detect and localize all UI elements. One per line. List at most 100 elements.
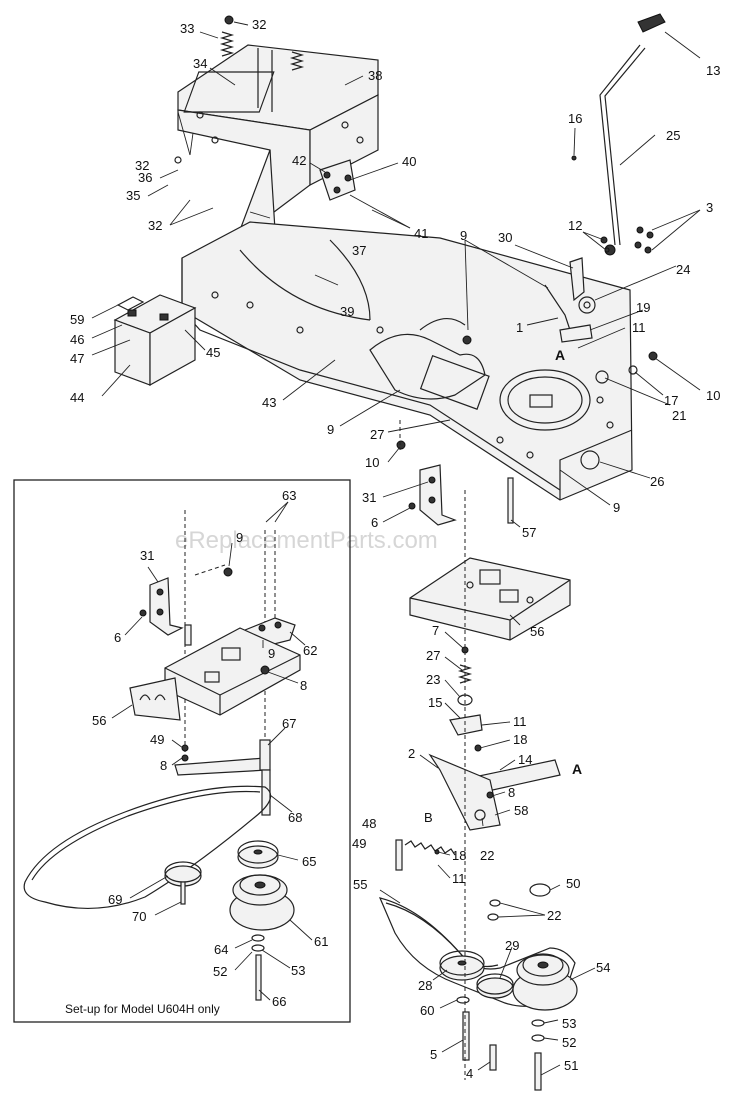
callout-9: 9 xyxy=(268,646,275,661)
hanger-bracket-31-right xyxy=(396,440,457,526)
callout-30: 30 xyxy=(498,230,512,245)
callout-54: 54 xyxy=(596,960,610,975)
callout-13: 13 xyxy=(706,63,720,78)
callout-3: 3 xyxy=(706,200,713,215)
callout-61: 61 xyxy=(314,934,328,949)
callout-labels: 33 32 34 38 32 36 35 32 42 40 41 37 39 1… xyxy=(70,17,720,1081)
idler-arm-14-and-15 xyxy=(428,714,561,831)
callout-55: 55 xyxy=(353,877,367,892)
callout-43: 43 xyxy=(262,395,276,410)
callout-9: 9 xyxy=(613,500,620,515)
callout-35: 35 xyxy=(126,188,140,203)
callout-4: 4 xyxy=(466,1066,473,1081)
callout-19: 19 xyxy=(636,300,650,315)
battery-44 xyxy=(113,294,197,387)
callout-50: 50 xyxy=(566,876,580,891)
reference-letter-a-top: A xyxy=(555,347,565,363)
callout-65: 65 xyxy=(302,854,316,869)
callout-42: 42 xyxy=(292,153,306,168)
callout-17: 17 xyxy=(664,393,678,408)
callout-12: 12 xyxy=(568,218,582,233)
callout-49: 49 xyxy=(352,836,366,851)
callout-9: 9 xyxy=(236,530,243,545)
callout-6: 6 xyxy=(371,515,378,530)
callout-14: 14 xyxy=(518,752,532,767)
callout-9: 9 xyxy=(460,228,467,243)
callout-53: 53 xyxy=(291,963,305,978)
callout-51: 51 xyxy=(564,1058,578,1073)
callout-27: 27 xyxy=(370,427,384,442)
callout-31: 31 xyxy=(362,490,376,505)
callout-26: 26 xyxy=(650,474,664,489)
callout-52: 52 xyxy=(562,1035,576,1050)
spring-33 xyxy=(219,15,305,71)
callout-5: 5 xyxy=(430,1047,437,1062)
callout-21: 21 xyxy=(672,408,686,423)
callout-15: 15 xyxy=(428,695,442,710)
callout-7: 7 xyxy=(432,623,439,638)
callout-29: 29 xyxy=(505,938,519,953)
callout-64: 64 xyxy=(214,942,228,957)
inset-pivot-plate-56 xyxy=(129,627,301,721)
callout-53: 53 xyxy=(562,1016,576,1031)
callout-67: 67 xyxy=(282,716,296,731)
callout-46: 46 xyxy=(70,332,84,347)
callout-32: 32 xyxy=(148,218,162,233)
callout-36: 36 xyxy=(138,170,152,185)
inset-belt-and-pulleys xyxy=(23,785,295,1001)
callout-16: 16 xyxy=(568,111,582,126)
callout-6: 6 xyxy=(114,630,121,645)
callout-70: 70 xyxy=(132,909,146,924)
pin-57 xyxy=(507,477,514,524)
callout-57: 57 xyxy=(522,525,536,540)
callout-2: 2 xyxy=(408,746,415,761)
reference-letter-b: B xyxy=(424,810,433,825)
pulleys-28-29-54 xyxy=(439,883,578,1091)
callout-62: 62 xyxy=(303,643,317,658)
inset-bracket-31 xyxy=(139,567,233,636)
callout-8: 8 xyxy=(160,758,167,773)
callout-1: 1 xyxy=(516,320,523,335)
callout-33: 33 xyxy=(180,21,194,36)
callout-47: 47 xyxy=(70,351,84,366)
callout-44: 44 xyxy=(70,390,84,405)
callout-23: 23 xyxy=(426,672,440,687)
callout-18: 18 xyxy=(513,732,527,747)
watermark-text: eReplacementParts.com xyxy=(175,527,438,554)
callout-60: 60 xyxy=(420,1003,434,1018)
callout-8: 8 xyxy=(508,785,515,800)
lift-lever-25 xyxy=(571,13,666,256)
callout-8: 8 xyxy=(300,678,307,693)
callout-40: 40 xyxy=(402,154,416,169)
callout-11: 11 xyxy=(513,714,527,729)
dash-panel-38 xyxy=(174,44,379,217)
callout-27: 27 xyxy=(426,648,440,663)
callout-24: 24 xyxy=(676,262,690,277)
leader-lines xyxy=(91,21,701,1076)
callout-68: 68 xyxy=(288,810,302,825)
callout-69: 69 xyxy=(108,892,122,907)
callout-32: 32 xyxy=(135,158,149,173)
callout-32: 32 xyxy=(252,17,266,32)
callout-49: 49 xyxy=(150,732,164,747)
inset-box xyxy=(13,479,351,1023)
callout-41: 41 xyxy=(414,226,428,241)
callout-59: 59 xyxy=(70,312,84,327)
callout-58: 58 xyxy=(514,803,528,818)
callout-39: 39 xyxy=(340,304,354,319)
inset-idler-arm-67-68 xyxy=(174,739,271,816)
callout-10: 10 xyxy=(365,455,379,470)
callout-28: 28 xyxy=(418,978,432,993)
callout-48: 48 xyxy=(362,816,376,831)
callout-10: 10 xyxy=(706,388,720,403)
spring-48-pin-49 xyxy=(395,839,456,871)
callout-22: 22 xyxy=(480,848,494,863)
pivot-plate-56-right xyxy=(409,557,571,641)
callout-34: 34 xyxy=(193,56,207,71)
callout-66: 66 xyxy=(272,994,286,1009)
callout-45: 45 xyxy=(206,345,220,360)
callout-18: 18 xyxy=(452,848,466,863)
callout-11: 11 xyxy=(452,871,466,886)
callout-63: 63 xyxy=(282,488,296,503)
